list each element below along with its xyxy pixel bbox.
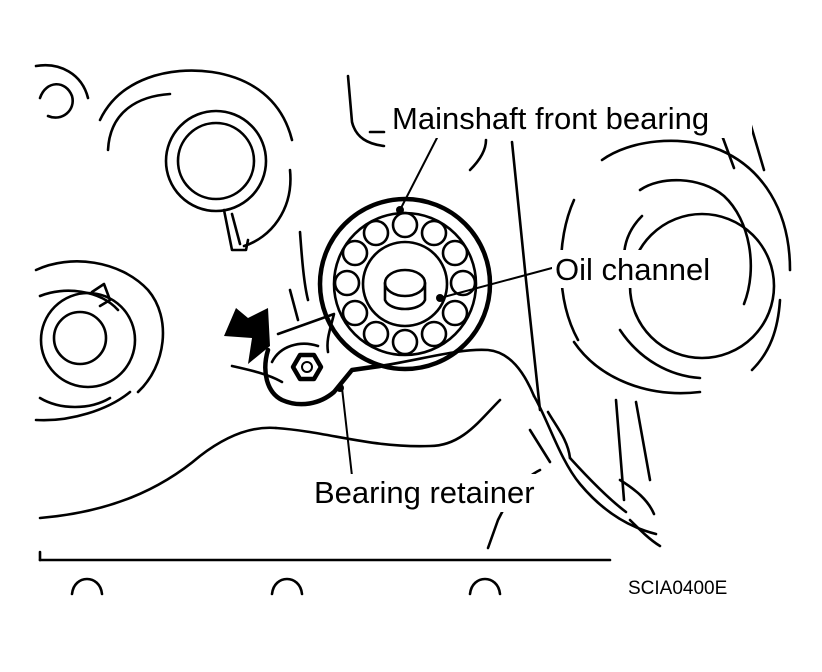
oil-channel-label: Oil channel (555, 252, 710, 287)
left-boss (34, 260, 165, 422)
bearing-balls (333, 211, 477, 356)
retainer-bolt-head (290, 352, 324, 382)
upper-left-boss (98, 69, 294, 252)
direction-arrow-icon (224, 308, 284, 384)
mainshaft-front-bearing (317, 196, 493, 372)
figure-code: SCIA0400E (628, 578, 727, 599)
bottom-bolt-holes (70, 577, 502, 596)
housing-right-lower (486, 398, 662, 550)
mainshaft-front-bearing-label: Mainshaft front bearing (392, 101, 709, 136)
right-boss (559, 139, 792, 395)
leader-lines (336, 131, 553, 477)
shaft-center-hub (383, 268, 427, 311)
bearing-retainer (263, 312, 383, 407)
top-left-bore-outline (34, 63, 90, 119)
lower-casing-contour (38, 348, 658, 562)
bearing-retainer-label: Bearing retainer (314, 475, 535, 510)
